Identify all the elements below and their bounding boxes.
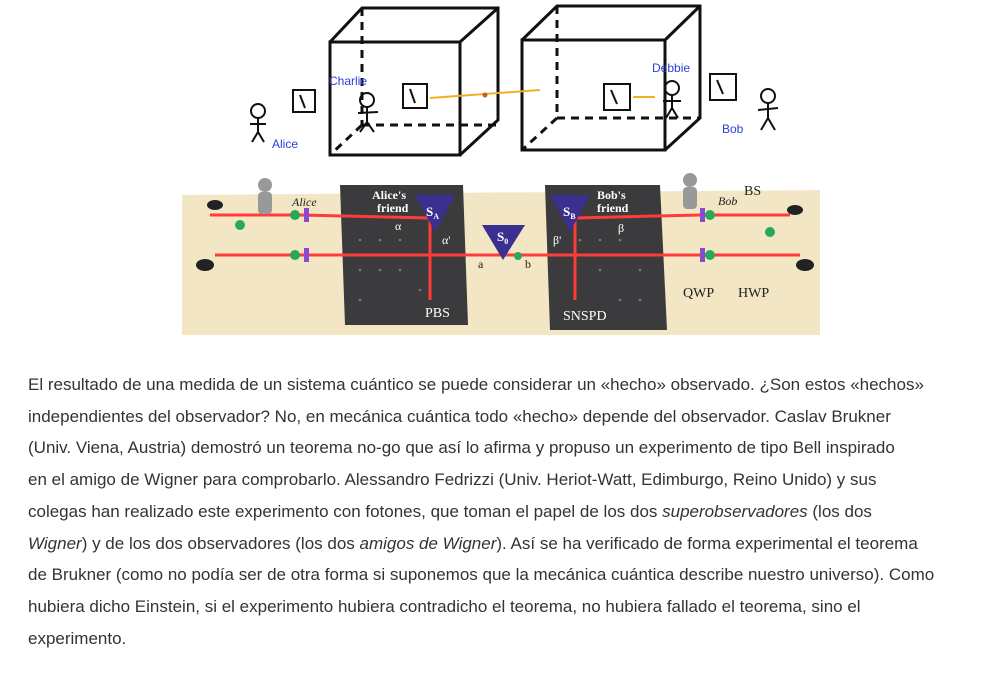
paragraph-line: independientes del observador? No, en me…	[28, 406, 891, 426]
label-alices-friend-1: Alice's	[372, 188, 406, 202]
label-alices-friend-2: friend	[377, 201, 409, 215]
label-charlie: Charlie	[329, 74, 367, 88]
label-snspd: SNSPD	[563, 309, 607, 324]
label-alpha: α	[395, 219, 402, 233]
label-b: b	[525, 257, 531, 271]
label-qwp: QWP	[683, 286, 714, 301]
label-alice-top: Alice	[272, 137, 298, 151]
paragraph-line: El resultado de una medida de un sistema…	[28, 375, 924, 394]
label-source-a: SA	[426, 204, 439, 221]
article-paragraph: El resultado de una medida de un sistema…	[28, 369, 993, 654]
paragraph-line: hubiera dicho Einstein, si el experiment…	[28, 596, 861, 616]
label-bobs-friend-1: Bob's	[597, 188, 626, 202]
label-bobs-friend-2: friend	[597, 201, 629, 215]
label-hwp: HWP	[738, 286, 769, 301]
label-beta: β	[618, 221, 624, 235]
paragraph-line: experimento.	[28, 628, 127, 648]
emphasis-amigos-de-wigner: amigos de Wigner	[359, 533, 497, 553]
lab-setup-render	[182, 173, 820, 335]
label-bs: BS	[744, 184, 761, 199]
label-bob-bottom: Bob	[718, 194, 737, 208]
emphasis-wigner: Wigner	[28, 533, 82, 553]
meter-icons	[292, 73, 737, 113]
paragraph-line: colegas han realizado este experimento c…	[28, 501, 872, 521]
paragraph-line: (Univ. Viena, Austria) demostró un teore…	[28, 438, 895, 458]
label-bob-top: Bob	[722, 122, 744, 136]
stick-figures	[250, 80, 779, 143]
label-pbs: PBS	[425, 306, 450, 321]
label-debbie: Debbie	[652, 61, 690, 75]
wire-links	[429, 89, 655, 99]
label-beta-prime: β'	[553, 233, 561, 247]
label-source-0: S0	[497, 229, 508, 246]
emphasis-superobservadores: superobservadores	[662, 501, 808, 521]
paragraph-line: Wigner) y de los dos observadores (los d…	[28, 533, 918, 553]
label-source-b: SB	[563, 204, 576, 221]
schematic-diagram	[328, 4, 702, 157]
label-alpha-prime: α'	[442, 233, 450, 247]
label-a: a	[478, 257, 484, 271]
paragraph-line: en el amigo de Wigner para comprobarlo. …	[28, 470, 877, 490]
paragraph-line: de Brukner (como no podía ser de otra fo…	[28, 565, 935, 585]
label-alice-bottom: Alice	[291, 195, 317, 209]
wigner-friend-experiment-figure: Alice Charlie Debbie Bob Alice's friend …	[182, 4, 820, 335]
